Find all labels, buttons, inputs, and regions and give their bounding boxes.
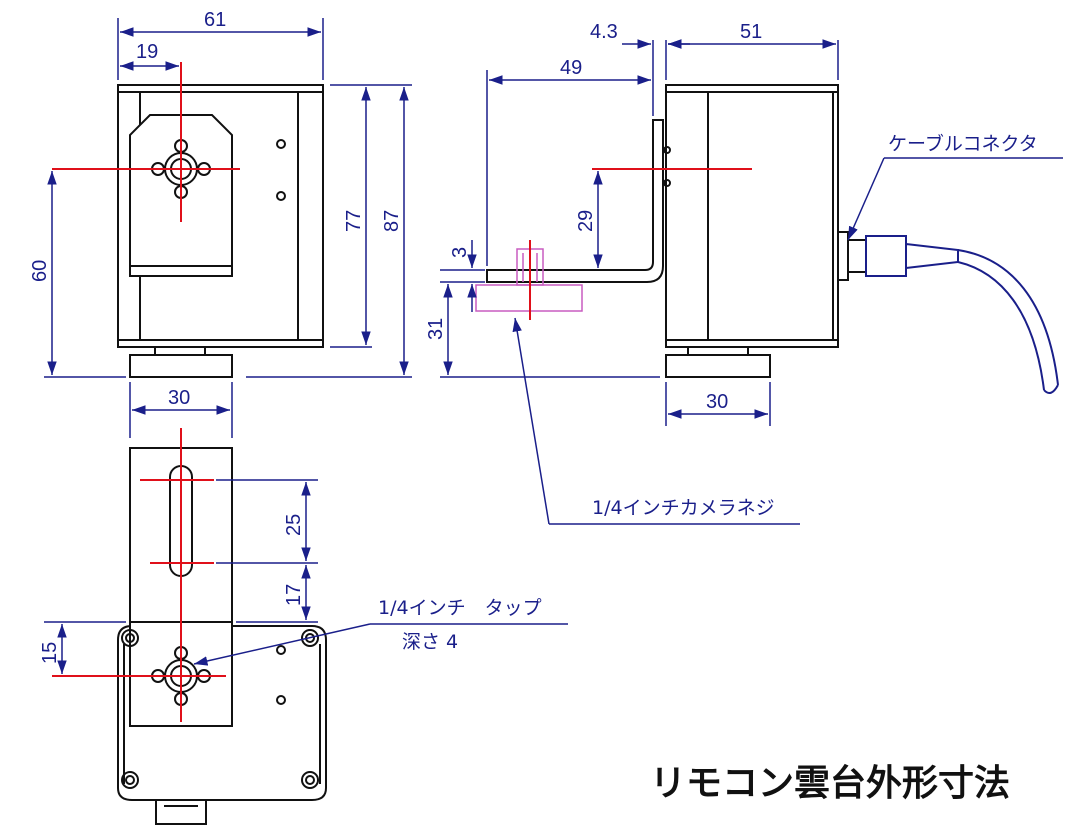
dim-49: 49 xyxy=(560,57,582,79)
label-camera-screw: 1/4インチカメラネジ xyxy=(592,497,775,519)
dim-3: 3 xyxy=(449,247,471,258)
side-dimensions: 4.3 51 49 29 3 31 30 xyxy=(425,21,839,426)
bottom-dimensions: 25 17 15 xyxy=(39,479,318,674)
dim-77: 77 xyxy=(343,210,365,232)
label-cable-connector: ケーブルコネクタ xyxy=(888,132,1038,155)
front-view xyxy=(52,62,324,378)
dim-17: 17 xyxy=(283,584,305,606)
side-callouts: ケーブルコネクタ 1/4インチカメラネジ xyxy=(512,132,1063,525)
dim-30-side: 30 xyxy=(706,391,728,413)
dim-30-front: 30 xyxy=(168,387,190,409)
side-view xyxy=(475,84,1059,395)
dim-4-3: 4.3 xyxy=(590,21,618,43)
dim-87: 87 xyxy=(381,210,403,232)
dim-25: 25 xyxy=(283,514,305,536)
bottom-view xyxy=(52,428,327,825)
dim-31: 31 xyxy=(425,318,447,340)
dim-29: 29 xyxy=(575,210,597,232)
label-tap-depth: 深さ 4 xyxy=(402,631,458,653)
dim-15: 15 xyxy=(39,642,61,664)
dim-51: 51 xyxy=(740,21,762,43)
dim-60: 60 xyxy=(29,260,51,282)
dim-19: 19 xyxy=(136,41,158,63)
drawing-title: リモコン雲台外形寸法 xyxy=(650,763,1010,804)
tap-callout: 1/4インチ タップ 深さ 4 xyxy=(193,597,568,666)
front-dimensions: 61 19 77 87 60 30 xyxy=(29,9,412,438)
dim-61: 61 xyxy=(204,9,226,31)
label-tap: 1/4インチ タップ xyxy=(378,597,542,619)
